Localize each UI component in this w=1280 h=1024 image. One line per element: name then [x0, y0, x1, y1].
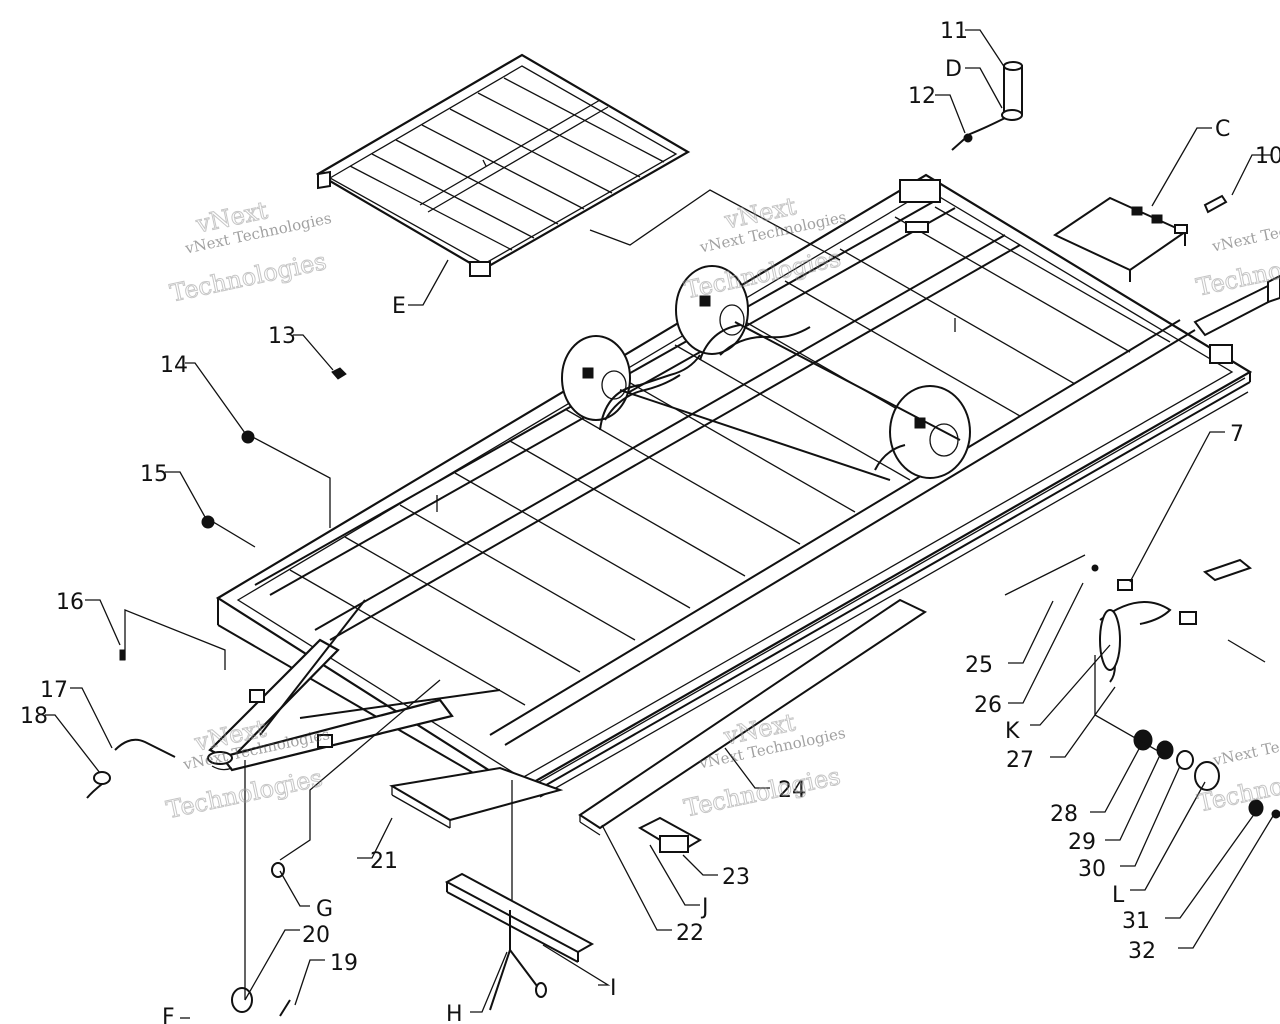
wheel-2 [675, 265, 811, 356]
panel-e [315, 53, 691, 277]
watermark-small-5: vNext Technologies [1210, 207, 1280, 256]
label-15: 15 [140, 462, 168, 487]
tongue-a-frame [207, 599, 501, 772]
label-32: 32 [1128, 939, 1156, 964]
label-11: 11 [940, 19, 968, 44]
label-27: 27 [1006, 748, 1034, 773]
label-18: 18 [20, 704, 48, 729]
stand-i [444, 872, 595, 1011]
trailer-deck [215, 173, 1253, 801]
label-17: 17 [40, 678, 68, 703]
label-25: 25 [965, 653, 993, 678]
label-g: G [316, 897, 333, 922]
part-labels: 11 D 12 C 10 E 13 14 15 16 17 18 7 25 26… [20, 19, 1280, 1024]
label-l: L [1112, 883, 1125, 908]
label-12: 12 [908, 84, 936, 109]
label-f: F [162, 1005, 175, 1024]
label-21: 21 [370, 849, 398, 874]
wheel-3 [874, 385, 971, 479]
label-k: K [1005, 719, 1020, 744]
leader-lines [45, 29, 1274, 1019]
label-c: C [1215, 117, 1230, 142]
label-20: 20 [302, 923, 330, 948]
label-22: 22 [676, 921, 704, 946]
label-16: 16 [56, 590, 84, 615]
label-29: 29 [1068, 830, 1096, 855]
label-13: 13 [268, 324, 296, 349]
label-19: 19 [330, 951, 358, 976]
label-24: 24 [778, 778, 806, 803]
label-30: 30 [1078, 857, 1106, 882]
label-i: I [610, 976, 617, 1001]
label-14: 14 [160, 353, 188, 378]
rear-frame-c [1052, 194, 1280, 337]
small-parts [86, 367, 347, 1017]
hub-assembly [1091, 558, 1280, 819]
label-28: 28 [1050, 802, 1078, 827]
watermark-small-6: vNext Technologies [1210, 721, 1280, 770]
label-26: 26 [974, 693, 1002, 718]
label-d: D [945, 57, 962, 82]
label-10: 10 [1255, 144, 1280, 169]
label-h: H [446, 1002, 463, 1024]
label-e: E [392, 294, 406, 319]
label-7: 7 [1230, 422, 1244, 447]
label-23: 23 [722, 865, 750, 890]
jack-d [951, 61, 1023, 151]
label-j: J [700, 895, 709, 920]
bracket-j [637, 816, 703, 854]
axle-assembly [599, 321, 961, 481]
label-31: 31 [1122, 909, 1150, 934]
ramp-21 [389, 766, 564, 829]
side-panel [578, 598, 928, 836]
